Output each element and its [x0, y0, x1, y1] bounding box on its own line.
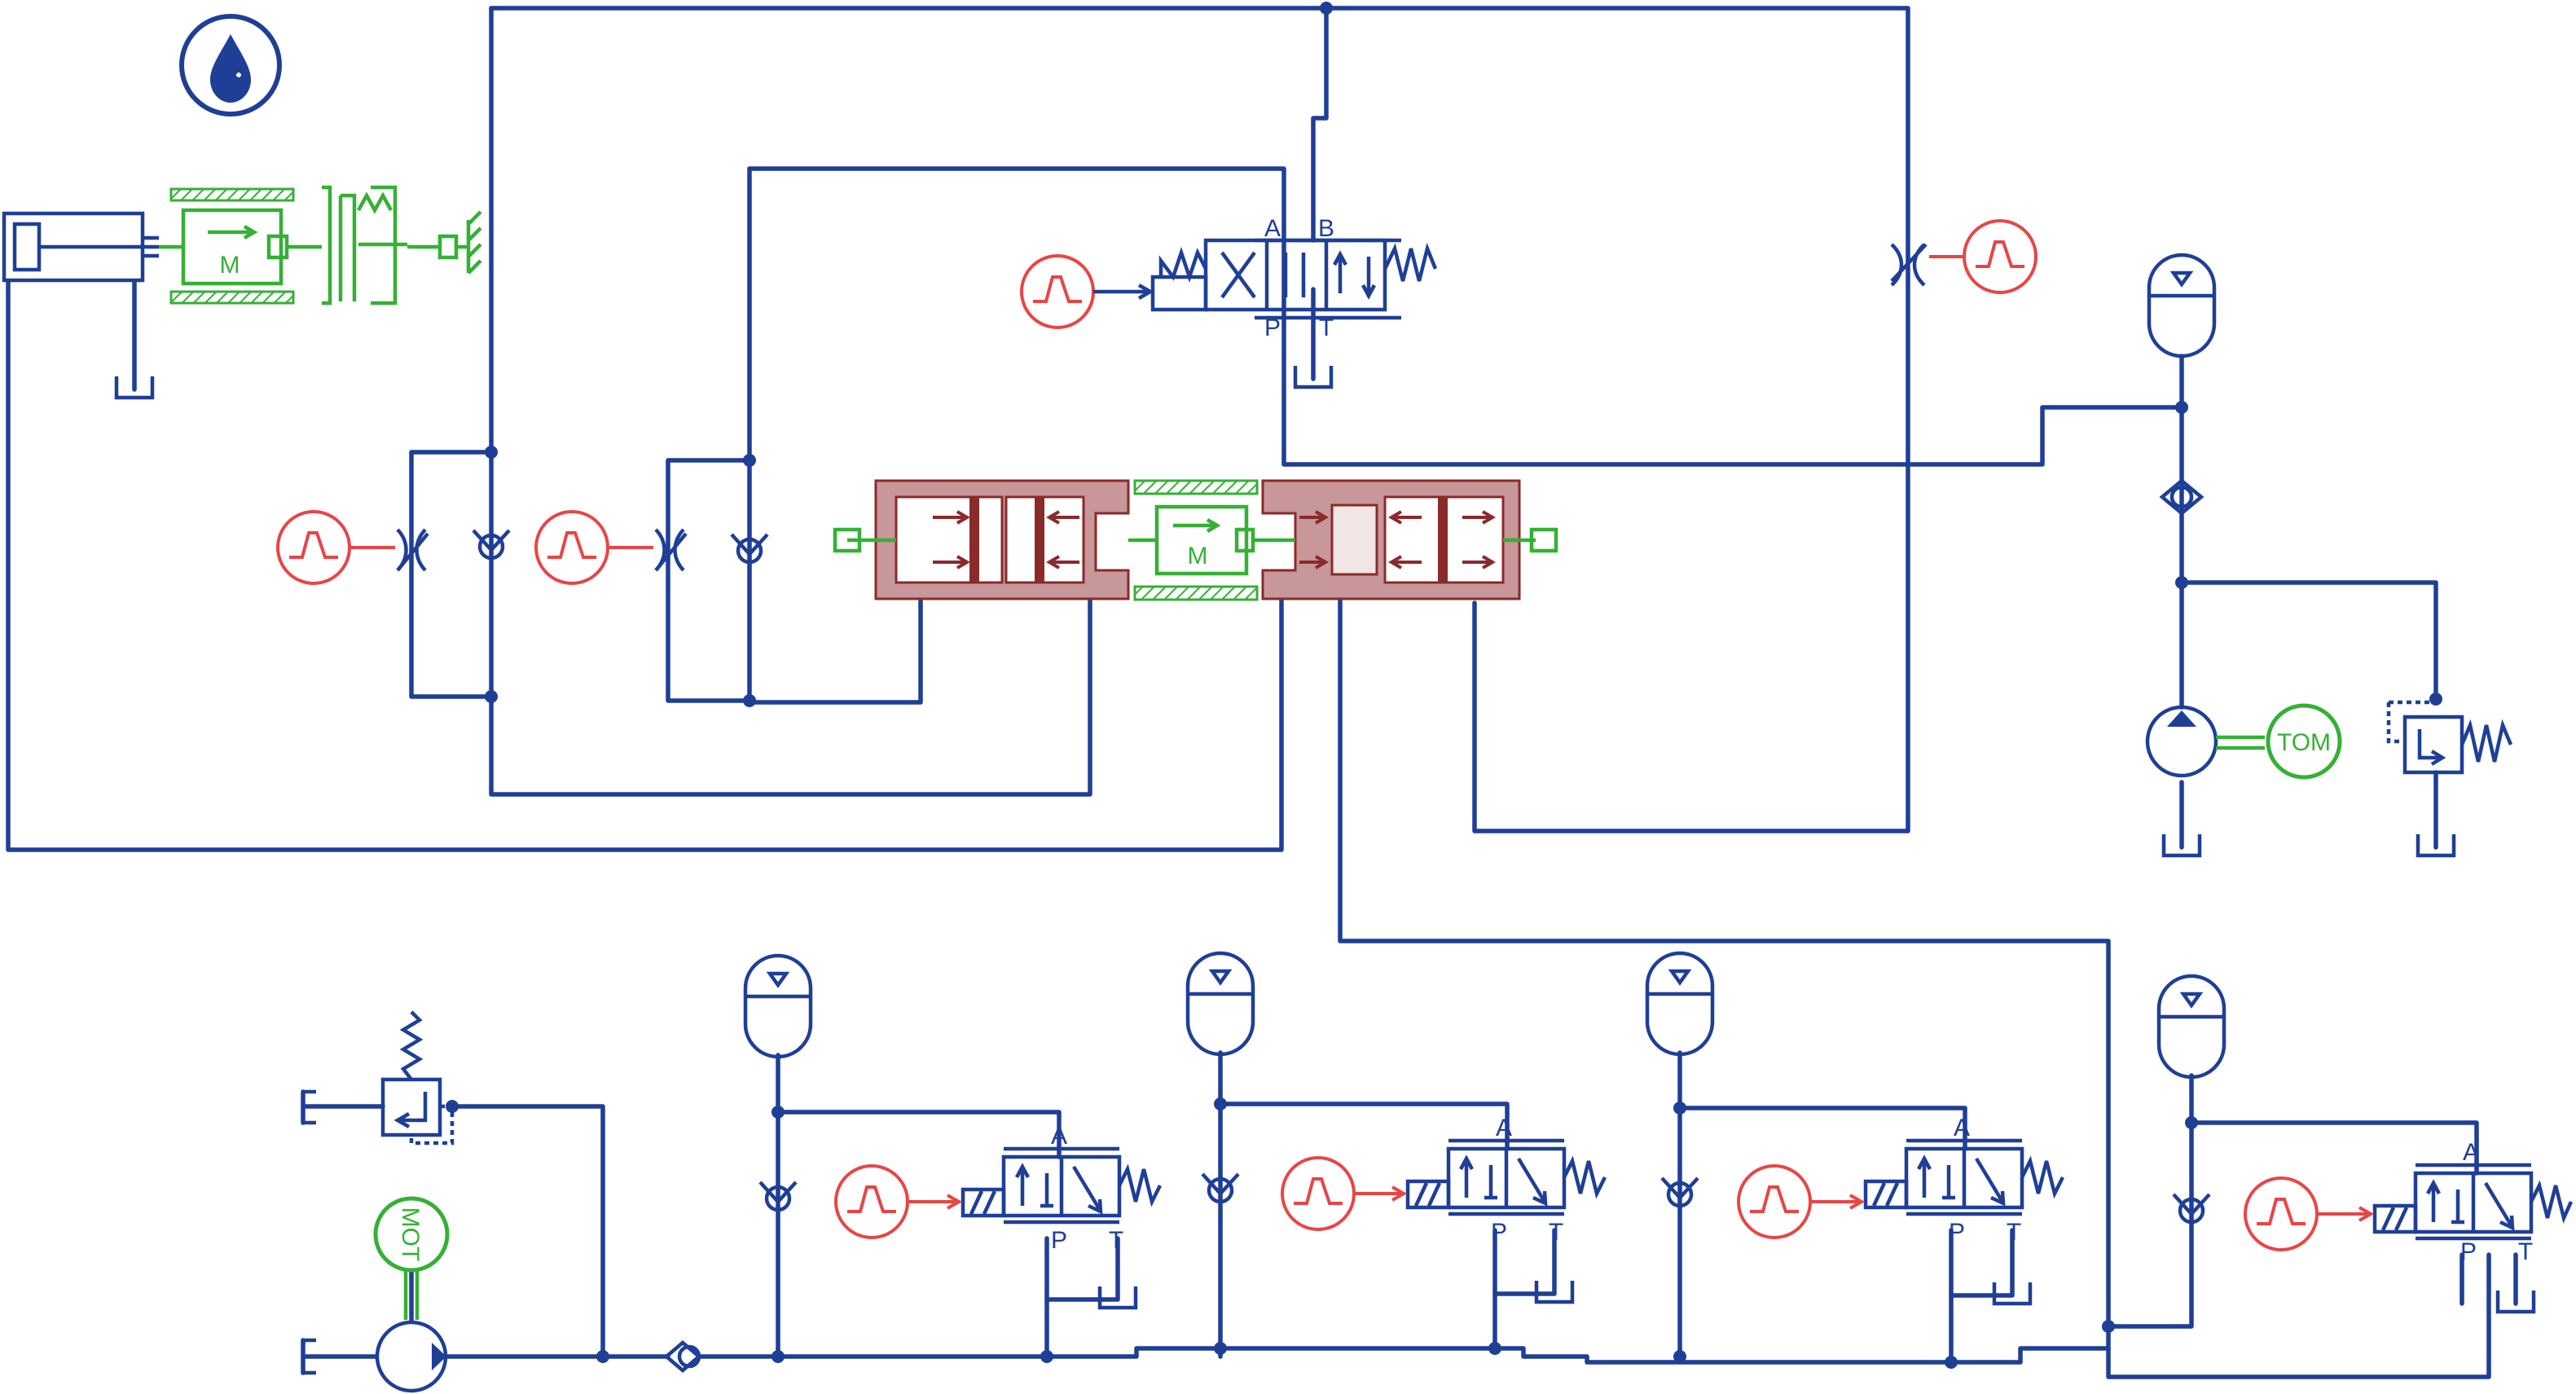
signal-source-icon[interactable]	[834, 1164, 963, 1239]
water-drop-icon[interactable]	[179, 14, 282, 117]
directional-valve-top[interactable]: A B P T	[1150, 215, 1438, 341]
port-t-top: T	[1319, 314, 1334, 341]
accumulator-2[interactable]	[1188, 953, 1253, 1054]
port-a-b3: A	[1954, 1115, 1970, 1141]
signal-source-icon[interactable]	[276, 510, 395, 585]
port-t-b4: T	[2518, 1238, 2533, 1265]
mass-block-center[interactable]: M	[1128, 479, 1295, 601]
directional-valve-b3[interactable]: A P T	[1863, 1115, 2065, 1246]
mass-label-left: M	[220, 252, 240, 279]
mass-block-left[interactable]: M	[159, 187, 322, 305]
relief-valve-bottom[interactable]	[380, 1010, 455, 1146]
signal-source-icon[interactable]	[1020, 254, 1154, 329]
mass-label-center: M	[1188, 543, 1208, 569]
junction-dots-bottom	[446, 1097, 2198, 1369]
port-b-top: B	[1318, 215, 1334, 242]
throttle-valve-2[interactable]	[654, 528, 688, 572]
port-t-b3: T	[2007, 1219, 2021, 1246]
port-p-b2: P	[1491, 1219, 1507, 1246]
pilot-spool-block[interactable]	[833, 479, 1558, 600]
port-a-b2: A	[1496, 1115, 1512, 1141]
port-a-b1: A	[1051, 1123, 1067, 1150]
directional-valve-b4[interactable]: A P T	[2372, 1139, 2574, 1265]
accumulator-1[interactable]	[745, 956, 811, 1057]
hydraulic-lines-top	[6, 6, 2438, 1329]
accumulator-top-right[interactable]	[2149, 255, 2214, 356]
signal-source-icon[interactable]	[1929, 219, 2038, 294]
tank-relief-bottom	[301, 1089, 316, 1125]
port-p-b3: P	[1949, 1219, 1965, 1246]
port-p-top: P	[1264, 314, 1281, 341]
motor-right[interactable]: TOM	[2266, 703, 2342, 780]
port-t-b1: T	[1109, 1227, 1123, 1254]
signal-source-icon[interactable]	[534, 510, 653, 585]
hydraulic-lines-bottom	[301, 1050, 2518, 1379]
port-a-b4: A	[2463, 1139, 2479, 1166]
accumulator-4[interactable]	[2159, 976, 2224, 1077]
port-t-b2: T	[1549, 1219, 1563, 1246]
throttle-valve-right[interactable]	[1890, 243, 1928, 287]
junction-dots-top	[485, 2, 2442, 707]
directional-valve-b2[interactable]: A P T	[1405, 1115, 1607, 1246]
motor-label-bottom: MOT	[397, 1207, 424, 1262]
motor-bottom[interactable]: MOT	[373, 1196, 450, 1273]
port-p-b4: P	[2460, 1238, 2477, 1265]
signal-source-icon[interactable]	[1737, 1164, 1866, 1239]
throttle-valve-1[interactable]	[396, 528, 429, 572]
check-valve-right[interactable]	[2159, 478, 2205, 516]
port-a-top: A	[1264, 215, 1281, 242]
signal-source-icon[interactable]	[1281, 1156, 1408, 1231]
port-p-b1: P	[1051, 1227, 1067, 1254]
tank-pump-bottom	[301, 1338, 316, 1375]
directional-valve-b1[interactable]: A P T	[961, 1123, 1163, 1254]
pump-right[interactable]	[2145, 705, 2265, 778]
spring-damper-left[interactable]	[322, 185, 482, 306]
relief-valve-right[interactable]	[2386, 700, 2513, 775]
hydraulic-cylinder[interactable]	[2, 211, 159, 283]
motor-label-top: TOM	[2277, 729, 2331, 756]
signal-source-icon[interactable]	[2244, 1176, 2375, 1251]
check-valve-bus[interactable]	[663, 1340, 702, 1373]
accumulator-3[interactable]	[1647, 953, 1712, 1054]
